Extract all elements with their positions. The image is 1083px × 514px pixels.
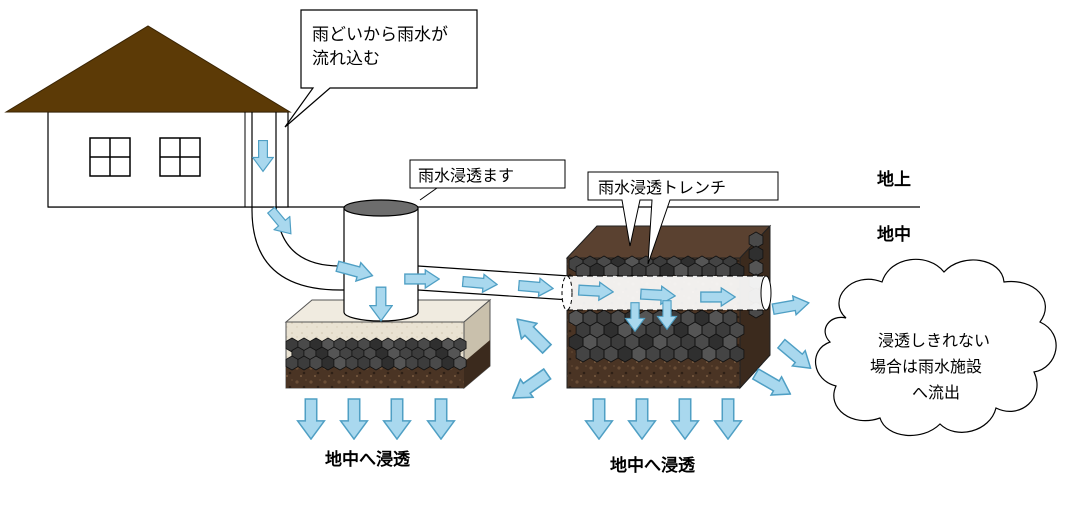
water-flow-arrow-icon (749, 364, 797, 404)
downspout-pipe-inner (275, 112, 345, 267)
water-flow-arrow-icon (508, 310, 556, 358)
gravel-stone (357, 355, 371, 371)
gravel-stone (297, 355, 311, 371)
gravel-stone (333, 355, 347, 371)
gravel-stone (575, 345, 591, 363)
water-flow-arrow-icon (262, 202, 300, 242)
downspout-pipe-outer (251, 112, 345, 291)
gravel-stone (617, 345, 633, 363)
water-flow-arrow-icon (584, 398, 614, 440)
water-flow-arrow-icon (339, 398, 369, 440)
house-roof (4, 25, 292, 113)
gravel-stone (321, 355, 335, 371)
basin-label-leader (419, 187, 438, 201)
gravel-stone (603, 345, 619, 363)
gravel-stone (405, 355, 419, 371)
water-flow-arrow-icon (517, 275, 555, 299)
gravel-stone (309, 355, 323, 371)
infiltrate-right-label: 地中へ浸透 (610, 455, 696, 476)
infiltrate-left-label: 地中へ浸透 (325, 449, 411, 470)
gravel-stone (453, 355, 467, 371)
water-flow-arrow-icon (382, 398, 412, 440)
gravel-stone (429, 355, 443, 371)
overflow-text-line1: 浸透しきれない (878, 331, 990, 350)
water-flow-arrow-icon (505, 364, 555, 408)
water-flow-arrow-icon (296, 398, 326, 440)
above-ground-label: 地上 (877, 169, 911, 190)
gravel-stone (645, 345, 661, 363)
gravel-stone (701, 345, 717, 363)
gravel-stone (417, 355, 431, 371)
basin-label: 雨水浸透ます (418, 166, 514, 185)
gravel-stone (589, 345, 605, 363)
gravel-stone (687, 345, 703, 363)
gravel-stone (345, 355, 359, 371)
gravel-stone (729, 345, 745, 363)
water-flow-arrow-icon (426, 398, 456, 440)
infiltration-basin-block (284, 298, 492, 390)
basin-label-box (409, 159, 566, 189)
gravel-layer (285, 337, 467, 371)
trench-label-callout (587, 171, 779, 265)
callout-downspout-text-line1: 雨どいから雨水が (312, 25, 448, 45)
water-flow-arrow-icon (770, 292, 812, 320)
gravel-stone (659, 345, 675, 363)
gravel-stone (673, 345, 689, 363)
gravel-stone (715, 345, 731, 363)
connecting-pipe-top (417, 265, 571, 277)
overflow-text-line2: 場合は雨水施設 (870, 357, 982, 376)
callout-downspout (284, 9, 478, 128)
gravel-stone (369, 355, 383, 371)
gravel-stone (631, 345, 647, 363)
trench-label: 雨水浸透トレンチ (598, 178, 726, 197)
water-flow-arrow-icon (461, 271, 499, 295)
gravel-stone (393, 355, 407, 371)
water-flow-arrow-icon (774, 335, 818, 377)
water-flow-arrow-icon (627, 398, 657, 440)
callout-downspout-text-line2: 流れ込む (312, 49, 380, 69)
gravel-stone (381, 355, 395, 371)
house (4, 25, 292, 208)
window-icon (159, 137, 201, 177)
gravel-stone (441, 355, 455, 371)
window-icon (89, 137, 131, 177)
underground-label: 地中 (877, 224, 911, 245)
water-flow-arrow-icon (670, 398, 700, 440)
basin-lid (343, 199, 419, 217)
overflow-cloud (814, 258, 1057, 437)
gravel-stone (285, 355, 299, 371)
overflow-text-line3: へ流出 (912, 383, 960, 402)
water-flow-arrow-icon (713, 398, 743, 440)
connecting-pipe-bottom (417, 289, 571, 301)
infiltration-basin (343, 199, 419, 322)
